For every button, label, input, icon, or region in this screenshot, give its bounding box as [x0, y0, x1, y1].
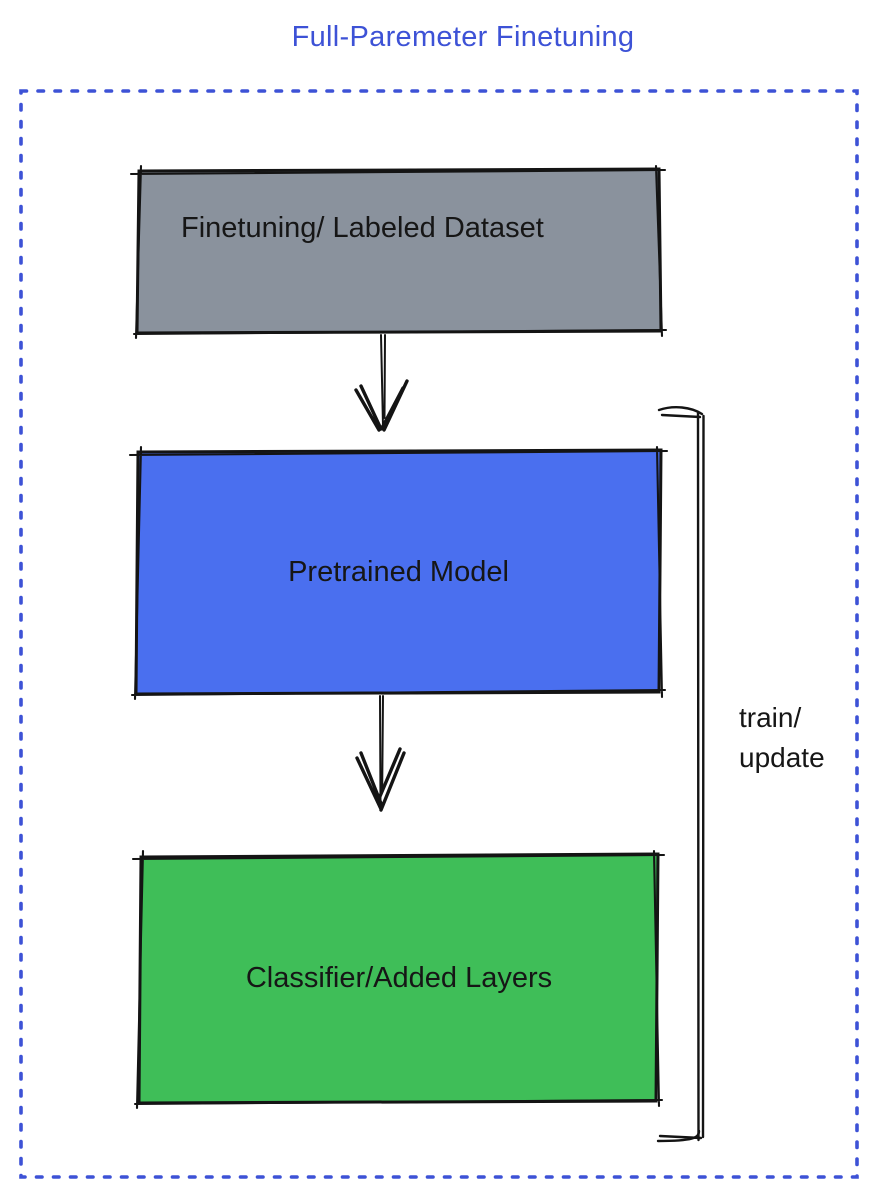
bracket-bottom-tick: [656, 1129, 703, 1143]
classifier-added-layers-sketch-border: [131, 849, 666, 1110]
bracket-label-line1: train/: [739, 702, 802, 733]
node-finetuning-dataset-label: Finetuning/ Labeled Dataset: [181, 212, 544, 244]
bracket-label: train/ update: [739, 698, 825, 778]
bracket-label-line2: update: [739, 742, 825, 773]
bracket-vertical-line: [696, 411, 705, 1142]
node-pretrained-model-label-wrap: Pretrained Model: [136, 450, 661, 694]
arrow-shaft: [379, 695, 384, 807]
node-classifier-added-layers-label-wrap: Classifier/Added Layers: [139, 854, 659, 1103]
arrow-shaft: [380, 334, 386, 427]
bracket-top-tick: [657, 406, 704, 419]
node-finetuning-dataset-box: [129, 164, 668, 340]
diagram-title: Full-Paremeter Finetuning: [291, 21, 635, 53]
node-pretrained-model-box: [128, 445, 669, 701]
arrow-head: [354, 379, 409, 432]
dotted-frame: [19, 89, 859, 1179]
node-classifier-added-layers-label: Classifier/Added Layers: [245, 962, 553, 994]
train-update-bracket: [656, 406, 705, 1143]
node-pretrained-model-label: Pretrained Model: [288, 555, 509, 588]
arrow-dataset-to-pretrained: [354, 334, 409, 432]
finetuning-dataset-sketch-border: [129, 164, 668, 340]
arrow-pretrained-to-classifier: [355, 695, 406, 812]
finetuning-dataset-rect: [135, 167, 663, 335]
node-classifier-added-layers-box: [131, 849, 666, 1110]
pretrained-model-sketch-border: [128, 445, 669, 701]
arrow-head: [355, 747, 406, 812]
